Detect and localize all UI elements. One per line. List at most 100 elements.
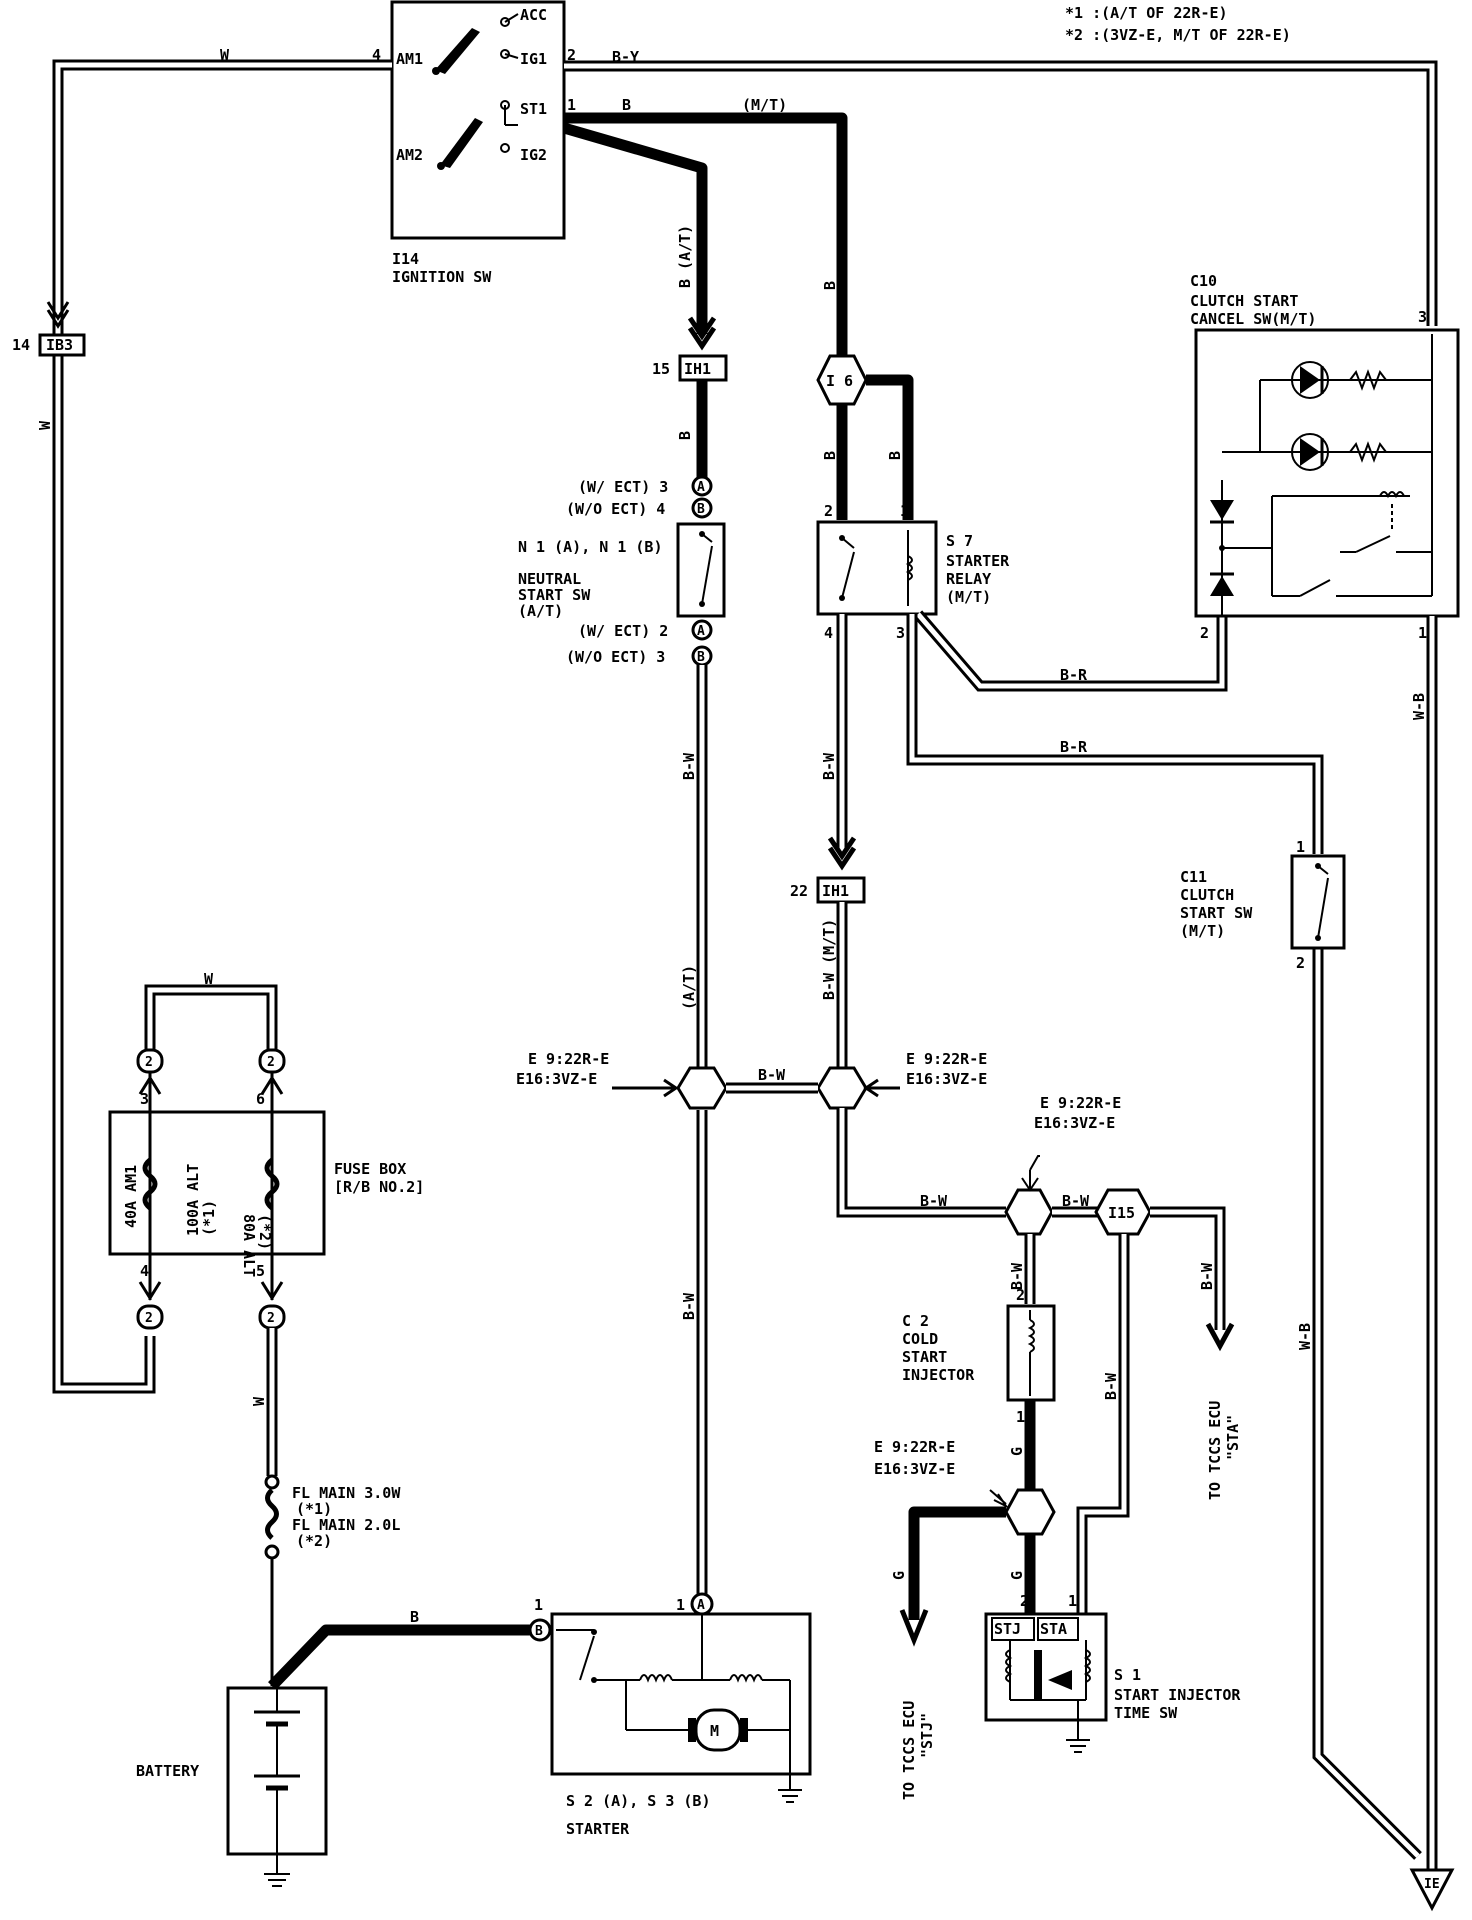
splice-mt-e9: E 9:22R-E <box>906 1050 987 1068</box>
label-br-2: B-R <box>1060 738 1088 756</box>
label-wb-2: W-B <box>1296 1323 1314 1350</box>
splice-i-e16: E16:3VZ-E <box>1034 1114 1115 1132</box>
sr-id: S 7 <box>946 532 973 550</box>
c11-name2: START SW <box>1180 904 1253 922</box>
ns-b1: B <box>697 502 705 517</box>
label-g-stj: G <box>890 1571 908 1580</box>
ecu-sta-2: "STA" <box>1224 1415 1242 1460</box>
ns-id: N 1 (A), N 1 (B) <box>518 538 663 556</box>
conn-ih1-pin15: 15 <box>652 360 670 378</box>
c10-pin3: 3 <box>1418 308 1427 326</box>
fuse-100a: 100A ALT <box>184 1164 202 1236</box>
splice-at-e16: E16:3VZ-E <box>516 1070 597 1088</box>
fl-line1: FL MAIN 3.0W <box>292 1484 401 1502</box>
c11-name3: (M/T) <box>1180 922 1225 940</box>
battery-label: BATTERY <box>136 1762 199 1780</box>
splice-g-e9: E 9:22R-E <box>874 1438 955 1456</box>
starter-motor: M <box>710 1722 719 1740</box>
label-bw-relay: B-W <box>820 752 838 780</box>
label-bw-i15: B-W <box>1062 1192 1090 1210</box>
fuse-note1: (*1) <box>200 1200 218 1236</box>
sr-pin1: 1 <box>900 502 909 520</box>
conn-ib3: IB3 <box>46 336 73 354</box>
sits-id: S 1 <box>1114 1666 1141 1684</box>
ig-st1: ST1 <box>520 100 547 118</box>
starter-id: S 2 (A), S 3 (B) <box>566 1792 711 1810</box>
label-b-st1: B <box>622 96 631 114</box>
fuse-pin4: 4 <box>140 1262 149 1280</box>
ns-w-ect2: (W/ ECT) 2 <box>578 622 668 640</box>
c11-pin2: 2 <box>1296 954 1305 972</box>
wire-b-at: B (A/T) IH1 15 B <box>562 122 728 478</box>
fuse-80a: 80A ALT <box>240 1214 258 1277</box>
wire-st1-b: B (M/T) B <box>564 96 848 356</box>
sr-name3: (M/T) <box>946 588 991 606</box>
sits-stj: STJ <box>994 1620 1021 1638</box>
ig-acc: ACC <box>520 6 547 24</box>
label-bw-csi: B-W <box>1008 1262 1026 1290</box>
label-bw-lower: B-W <box>920 1192 948 1210</box>
fuse-pin3: 3 <box>140 1090 149 1108</box>
c10-name1: CLUTCH START <box>1190 292 1298 310</box>
label-b-i6a: B <box>821 451 839 460</box>
cold-start-injector: 2 C 2 COLD START INJECTOR 1 G <box>902 1286 1056 1490</box>
st-b: B <box>535 1624 543 1639</box>
sits-name2: TIME SW <box>1114 1704 1178 1722</box>
ig-pin-ig1: 2 <box>567 46 576 64</box>
label-w-fuse: W <box>204 970 214 988</box>
ns-b2: B <box>697 650 705 665</box>
ns-a2: A <box>697 624 705 639</box>
ig-id: I14 <box>392 250 419 268</box>
fuse-box: W 2 2 3 6 40A AM1 100A ALT (*1) 80A ALT … <box>108 970 424 1476</box>
sr-pin4: 4 <box>824 624 833 642</box>
label-bw-nss: B-W <box>680 752 698 780</box>
neutral-start-sw: A B (W/ ECT) 3 (W/O ECT) 4 N 1 (A), N 1 … <box>518 475 726 667</box>
splice-mt-e16: E16:3VZ-E <box>906 1070 987 1088</box>
wire-bw-at: B-W (A/T) B-W <box>680 665 708 1594</box>
csi-pin2: 2 <box>1016 1286 1025 1304</box>
ecu-sta-1: TO TCCS ECU <box>1206 1401 1224 1500</box>
fuse-conn-c: 2 <box>145 1311 153 1326</box>
sr-name2: RELAY <box>946 570 991 588</box>
csi-name2: START <box>902 1348 947 1366</box>
label-bw-ecu: B-W <box>1198 1262 1216 1290</box>
label-b-at: B (A/T) <box>676 225 694 288</box>
note-1: *1 :(A/T OF 22R-E) <box>1065 4 1228 22</box>
wire-bw-relay: B-W IH1 22 B-W (M/T) <box>790 614 866 1068</box>
ig-pin-am1: 4 <box>372 46 381 64</box>
fuse-pin5: 5 <box>256 1262 265 1280</box>
fuse-note2: (*2) <box>256 1214 274 1250</box>
battery: B BATTERY <box>136 1608 536 1887</box>
conn-ih1-bottom: IH1 <box>822 882 849 900</box>
label-b-vert: B <box>821 281 839 290</box>
fl-line3: FL MAIN 2.0L <box>292 1516 400 1534</box>
fuse-40a: 40A AM1 <box>122 1165 140 1228</box>
csi-name1: COLD <box>902 1330 938 1348</box>
sr-pin2: 2 <box>824 502 833 520</box>
ns-wo-ect4: (W/O ECT) 4 <box>566 500 665 518</box>
label-b-i6b: B <box>886 451 904 460</box>
label-w-top: W <box>220 46 230 64</box>
c10-name2: CANCEL SW(M/T) <box>1190 310 1316 328</box>
sr-pin3: 3 <box>896 624 905 642</box>
ns-a1: A <box>697 480 705 495</box>
conn-ih1-top: IH1 <box>684 360 711 378</box>
label-br-1: B-R <box>1060 666 1088 684</box>
ig-am1: AM1 <box>396 50 423 68</box>
c10-pin1: 1 <box>1418 624 1427 642</box>
ecu-stj-1: TO TCCS ECU <box>900 1701 918 1800</box>
c10-id: C10 <box>1190 272 1217 290</box>
wire-by: B-Y 3 <box>564 48 1438 326</box>
starter-relay: 2 1 S 7 STARTER RELAY (M/T) 4 3 <box>816 502 1010 642</box>
conn-ib3-pin: 14 <box>12 336 30 354</box>
fl-line4: (*2) <box>296 1532 332 1550</box>
ig-ig1: IG1 <box>520 50 547 68</box>
splice-mt: B-W E 9:22R-E E16:3VZ-E <box>726 1050 987 1110</box>
starter: A 1 B 1 M S 2 (A), S 3 (B) STARTER <box>528 1592 812 1838</box>
ns-name3: (A/T) <box>518 602 563 620</box>
st-pin1a: 1 <box>676 1596 685 1614</box>
label-g-1: G <box>1008 1447 1026 1456</box>
splice-i-e9: E 9:22R-E <box>1040 1094 1121 1112</box>
label-w-fl: W <box>250 1396 268 1406</box>
